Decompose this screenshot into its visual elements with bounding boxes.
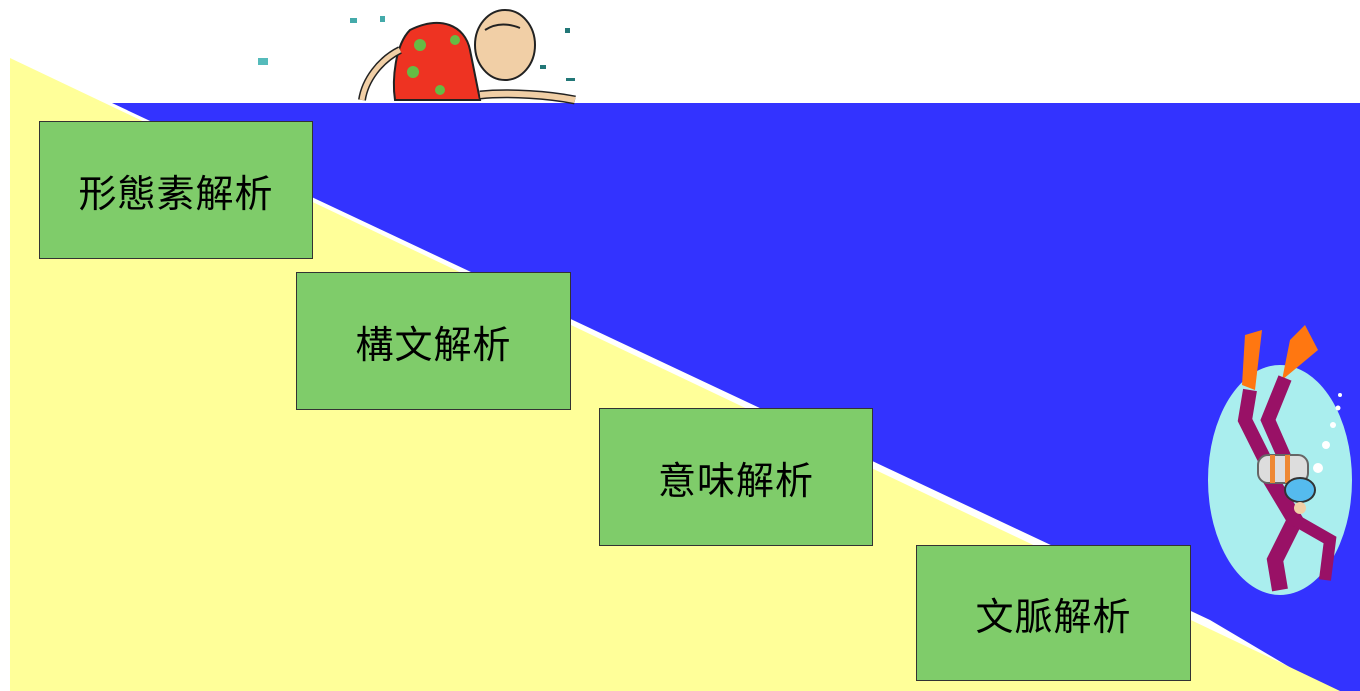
step-label: 文脈解析 (975, 594, 1132, 639)
step-label: 形態素解析 (78, 171, 274, 216)
sea-water (112, 103, 1360, 691)
scuba-diver-icon (1208, 325, 1352, 595)
step-box-morphological-analysis: 形態素解析 (39, 121, 313, 259)
sand-slope (10, 58, 1340, 691)
step-box-context-analysis: 文脈解析 (916, 545, 1191, 681)
step-label: 意味解析 (657, 458, 814, 503)
step-label: 構文解析 (355, 322, 512, 367)
step-box-syntactic-analysis: 構文解析 (296, 272, 571, 410)
swimmer-icon (258, 9, 576, 105)
step-box-semantic-analysis: 意味解析 (599, 408, 873, 546)
